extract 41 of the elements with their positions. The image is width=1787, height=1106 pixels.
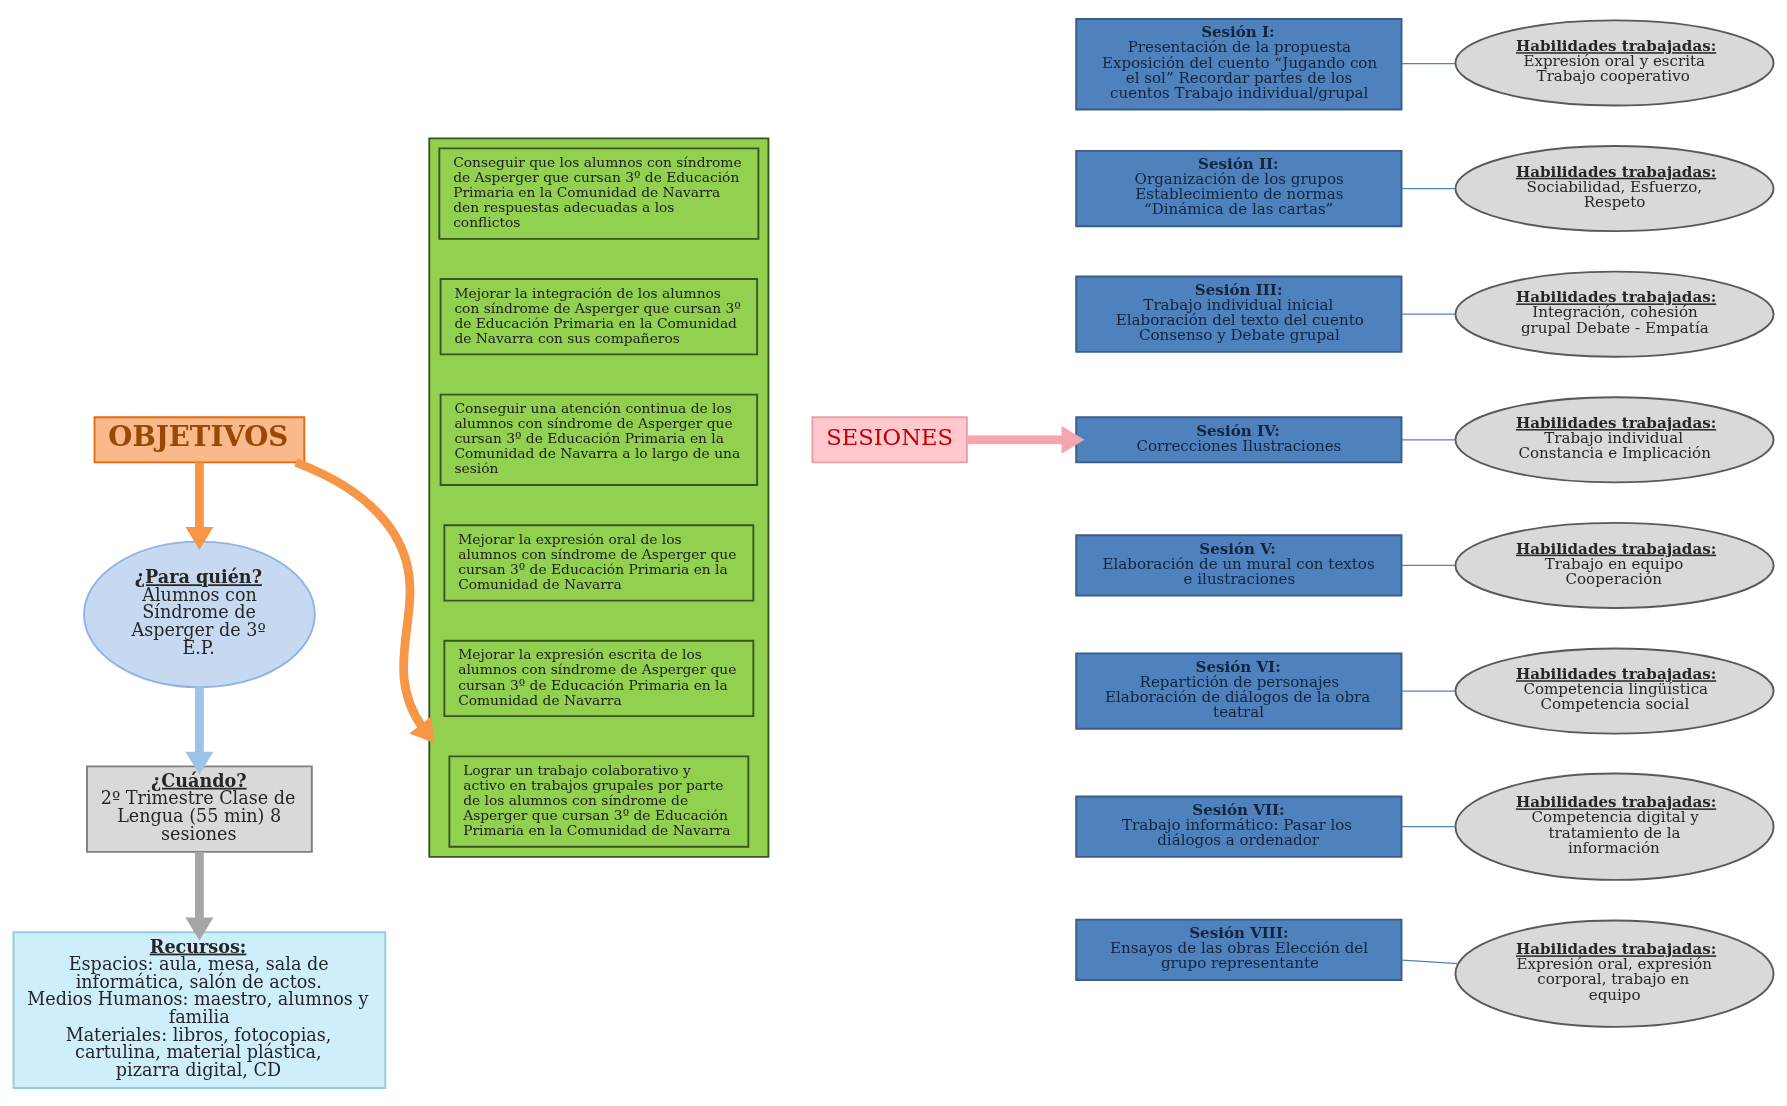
node-box: Sesión IV: Correcciones Ilustraciones (1075, 415, 1403, 463)
connector (1400, 62, 1456, 64)
node-box: Sesión VII: Trabajo informático: Pasar los diálogos a ordenador (1075, 795, 1403, 858)
cluster (428, 136, 770, 858)
connector (1400, 187, 1456, 189)
arrow (967, 425, 1085, 454)
node-box: Sesión III: Trabajo individual inicial Elaboración del texto del cuento Consenso y Debate grupal (1075, 275, 1403, 353)
node-ellipse: Habilidades trabajadas: Competencia digital y tratamiento de la información (1454, 772, 1775, 881)
node-ellipse: Habilidades trabajadas: Sociabilidad, Esfuerzo, Respeto (1454, 144, 1775, 232)
arrow (185, 461, 214, 550)
node-box: SESIONES (811, 415, 968, 463)
node-ellipse: Habilidades trabajadas: Expresión oral, expresión corporal, trabajo en equipo (1454, 919, 1775, 1028)
node-box: Mejorar la integración de los alumnos con síndrome de Asperger que cursan 3º de Educación Primaria en la Comunidad de Navarra con sus compañeros (439, 277, 759, 355)
node-box: ¿Cuándo? 2º Trimestre Clase de Lengua (55 min) 8 sesiones (86, 764, 313, 853)
node-box: Conseguir una atención continua de los alumnos con síndrome de Asperger que cursan 3º de Educación Primaria en la Comunidad de Navarra a lo largo de una sesión (439, 393, 759, 486)
node-box: OBJETIVOS (93, 415, 306, 463)
node-box: Mejorar la expresión oral de los alumnos con síndrome de Asperger que cursan 3º de Educación Primaria en la Comunidad de Navarra (443, 523, 755, 602)
node-box: Conseguir que los alumnos con síndrome de Asperger que cursan 3º de Educación Primaria en la Comunidad de Navarra den respuestas adecuadas a los conflictos (438, 146, 760, 240)
node-box: Mejorar la expresión escrita de los alumnos con síndrome de Asperger que cursan 3º de Educación Primaria en la Comunidad de Navarra (443, 639, 755, 717)
node-ellipse: Habilidades trabajadas: Trabajo en equipo Cooperación (1454, 521, 1775, 609)
node-box: Recursos: Espacios: aula, mesa, sala de informática, salón de actos. Medios Humanos: maestro, alumnos y familia Materiales: libros, fotocopias, cartulina, material plástica, pizarra digital, CD (12, 930, 387, 1089)
connector (1400, 959, 1459, 964)
arrow (294, 457, 435, 743)
node-box: Sesión VI: Repartición de personajes Elaboración de diálogos de la obra teatral (1075, 651, 1403, 730)
connector (1400, 564, 1456, 566)
node-box: Sesión V: Elaboración de un mural con textos e ilustraciones (1075, 533, 1403, 597)
node-box: Lograr un trabajo colaborativo y activo en trabajos grupales por parte de los alumnos con síndrome de Asperger que cursan 3º de Educación Primaria en la Comunidad de Navarra (448, 754, 750, 848)
connector (1400, 689, 1456, 692)
node-ellipse: Habilidades trabajadas: Competencia lingüística Competencia social (1454, 647, 1775, 735)
node-ellipse: Habilidades trabajadas: Expresión oral y escrita Trabajo cooperativo (1454, 19, 1775, 106)
arrow (185, 851, 214, 940)
node-box: Sesión II: Organización de los grupos Establecimiento de normas “Dinámica de las cartas” (1075, 149, 1403, 227)
node-ellipse: Habilidades trabajadas: Trabajo individual Constancia e Implicación (1454, 395, 1775, 483)
node-ellipse: ¿Para quién? Alumnos con Síndrome de Asperger de 3º E.P. (83, 540, 316, 688)
connector (1400, 825, 1456, 827)
arrow (185, 686, 214, 775)
connector (1400, 313, 1456, 315)
node-ellipse: Habilidades trabajadas: Integración, cohesión grupal Debate - Empatía (1454, 270, 1775, 358)
connector (1400, 438, 1456, 440)
node-box: Sesión I: Presentación de la propuesta Exposición del cuento “Jugando con el sol” Recordar partes de los cuentos Trabajo individual/grupal (1075, 17, 1403, 110)
node-box: Sesión VIII: Ensayos de las obras Elección del grupo representante (1075, 918, 1403, 981)
